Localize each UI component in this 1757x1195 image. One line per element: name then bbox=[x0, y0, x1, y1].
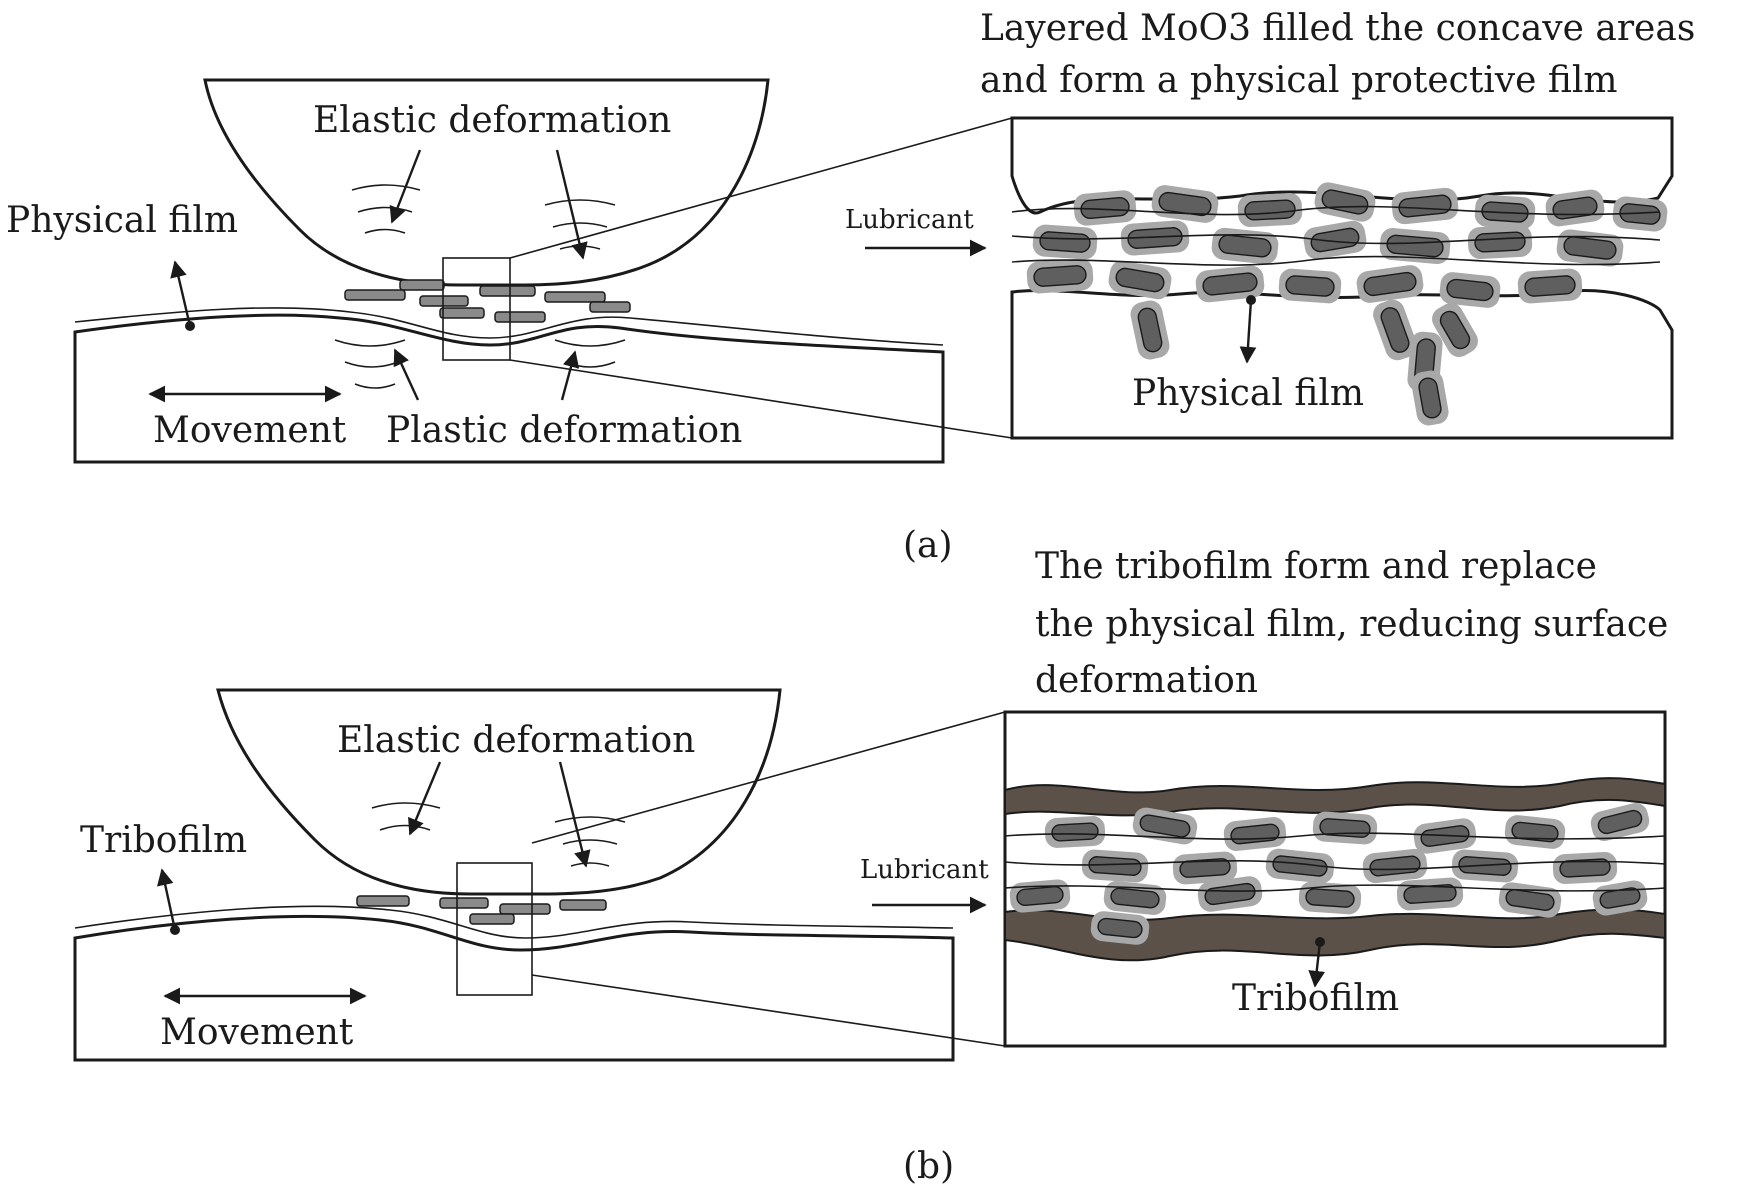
moo3-particle bbox=[1033, 265, 1087, 287]
movement-label-b: Movement bbox=[160, 1012, 354, 1053]
annotation-b-line1: The tribofilm form and replace bbox=[1035, 546, 1597, 587]
zoom-particles-a bbox=[1026, 182, 1668, 426]
moo3-particle bbox=[1110, 887, 1160, 909]
annotation-a-line1: Layered MoO3 filled the concave areas bbox=[980, 8, 1695, 49]
moo3-particle bbox=[1310, 227, 1360, 253]
panel-b: Elastic deformation Tribofilm Movement L… bbox=[73, 546, 1668, 1187]
moo3-particle bbox=[1202, 272, 1258, 296]
zoom-view-b bbox=[1003, 710, 1667, 1048]
moo3-particle bbox=[1474, 231, 1526, 253]
ball-a bbox=[203, 78, 770, 287]
moo3-particle bbox=[1505, 889, 1555, 911]
moo3-particle bbox=[1080, 196, 1130, 220]
moo3-particle bbox=[1380, 307, 1410, 353]
moo3-particle bbox=[1305, 888, 1355, 908]
physical-film-label-a: Physical film bbox=[6, 200, 238, 241]
zoom-box-b bbox=[456, 862, 533, 996]
zoom-particles-b bbox=[1009, 802, 1650, 945]
moo3-particle bbox=[1179, 858, 1231, 878]
moo3-particle bbox=[1039, 231, 1091, 253]
substrate-b bbox=[73, 914, 955, 1062]
moo3-particle bbox=[1016, 885, 1064, 907]
moo3-particle bbox=[1439, 310, 1471, 350]
moo3-particle bbox=[1218, 234, 1272, 258]
zoom-view-a bbox=[1010, 116, 1674, 440]
moo3-particle bbox=[1398, 194, 1452, 218]
moo3-particle bbox=[1319, 818, 1371, 838]
moo3-particle bbox=[1511, 821, 1559, 843]
moo3-particle bbox=[1137, 307, 1163, 353]
zoom-film-label-b: Tribofilm bbox=[1232, 978, 1399, 1019]
deformation-arcs-b bbox=[371, 802, 626, 867]
zoom-box-a bbox=[442, 257, 511, 361]
moo3-particle bbox=[1272, 855, 1328, 877]
moo3-particle bbox=[1363, 271, 1417, 297]
elastic-deformation-label-a: Elastic deformation bbox=[313, 100, 671, 141]
substrate-a bbox=[73, 313, 945, 464]
surface-line-b bbox=[74, 905, 954, 939]
contact-particles-b bbox=[356, 895, 607, 925]
moo3-particle bbox=[1597, 809, 1643, 835]
deformation-arcs-a bbox=[334, 184, 626, 389]
lubricant-flow-a bbox=[1011, 205, 1661, 266]
annotation-b-line3: deformation bbox=[1035, 660, 1258, 701]
caption-a: (a) bbox=[903, 525, 953, 566]
elastic-deformation-label-b: Elastic deformation bbox=[337, 720, 695, 761]
moo3-particle bbox=[1285, 275, 1335, 297]
panel-a: Elastic deformation Physical film Moveme… bbox=[6, 8, 1695, 566]
moo3-particle bbox=[1115, 267, 1165, 293]
lubricant-label-a: Lubricant bbox=[845, 205, 974, 235]
zoom-film-label-a: Physical film bbox=[1132, 373, 1364, 414]
moo3-particle bbox=[1244, 199, 1296, 221]
moo3-particle bbox=[1563, 236, 1617, 260]
caption-b: (b) bbox=[903, 1146, 954, 1187]
tribofilm-upper-b bbox=[1004, 777, 1666, 817]
moo3-particle bbox=[1552, 196, 1598, 220]
annotation-a-line2: and form a physical protective film bbox=[980, 60, 1618, 101]
surface-line-a bbox=[74, 307, 944, 346]
moo3-particle bbox=[1446, 278, 1494, 302]
annotation-b-line2: the physical film, reducing surface bbox=[1035, 604, 1668, 645]
lubricant-label-b: Lubricant bbox=[860, 855, 989, 885]
moo3-particle bbox=[1139, 814, 1191, 838]
contact-particles-a bbox=[344, 279, 631, 323]
zoom-frame-b bbox=[1003, 710, 1667, 1048]
moo3-particle bbox=[1559, 858, 1611, 878]
moo3-particle bbox=[1097, 917, 1143, 939]
plastic-deformation-label-a: Plastic deformation bbox=[386, 410, 742, 451]
zoom-lower-body-a bbox=[1010, 289, 1674, 440]
moo3-particle bbox=[1051, 822, 1099, 842]
ball-b bbox=[216, 688, 782, 896]
lubricant-flow-b bbox=[1004, 832, 1666, 892]
moo3-particle bbox=[1418, 377, 1442, 419]
tribofilm-label-b: Tribofilm bbox=[80, 820, 247, 861]
movement-label-a: Movement bbox=[153, 410, 347, 451]
tribofilm-lower-b bbox=[1004, 908, 1666, 962]
moo3-particle bbox=[1088, 856, 1142, 876]
moo3-particle bbox=[1619, 203, 1661, 225]
moo3-particle bbox=[1524, 275, 1576, 297]
